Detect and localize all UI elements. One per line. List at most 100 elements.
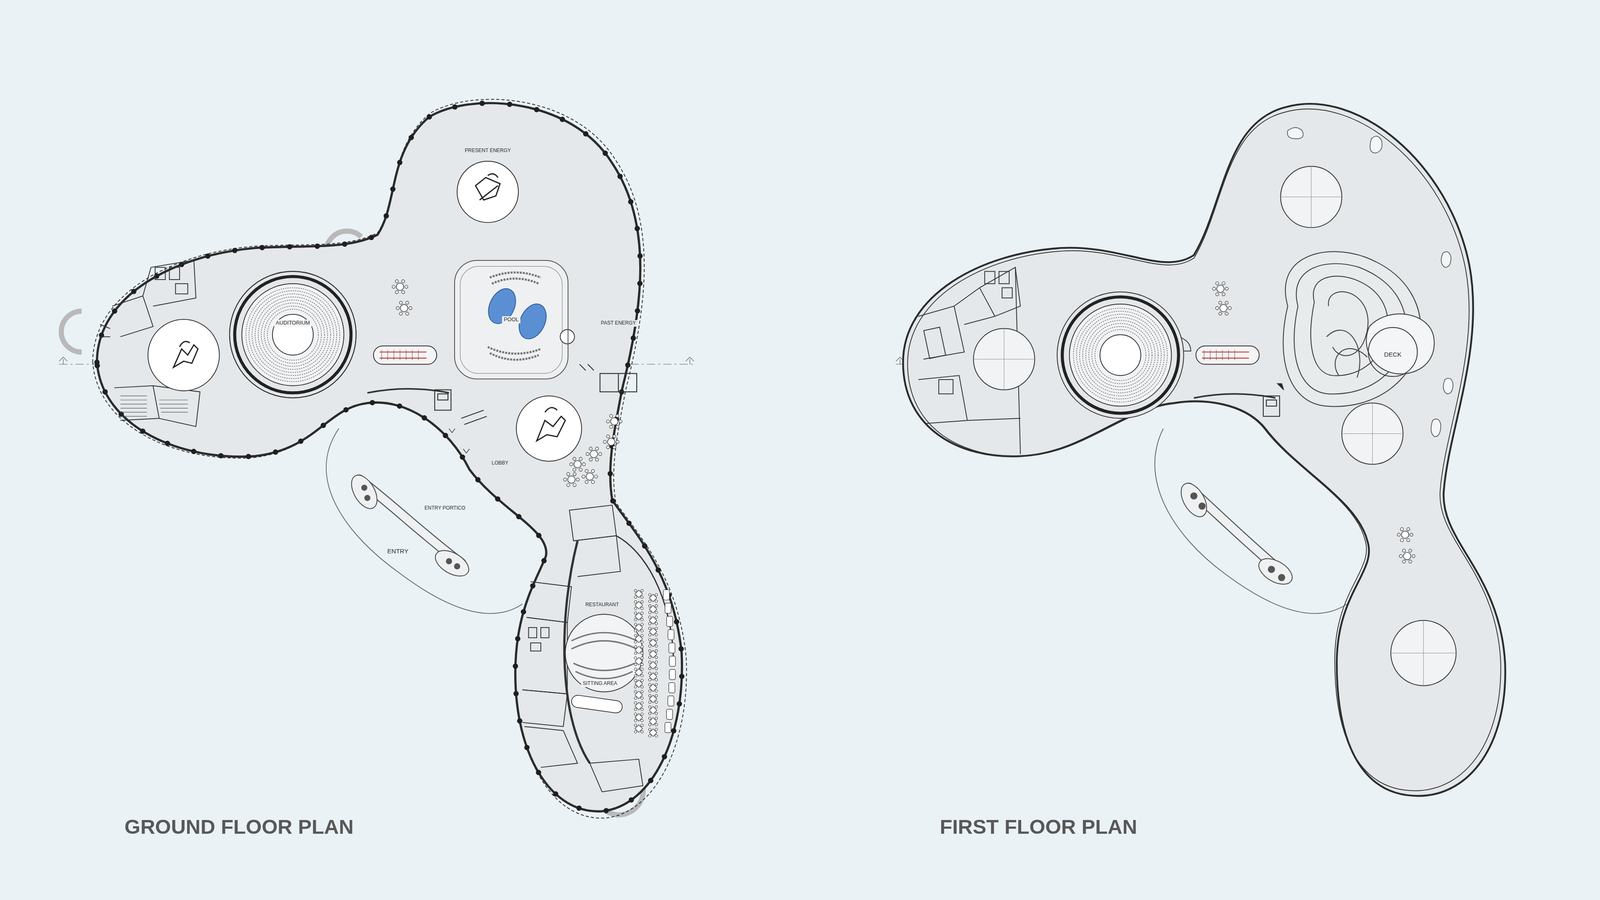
column (676, 701, 683, 707)
stair-core (1266, 400, 1277, 407)
column (205, 253, 211, 259)
dining-table (645, 600, 662, 618)
dining-table (633, 588, 638, 593)
dining-table (633, 701, 638, 705)
column (635, 308, 641, 314)
dining-table (654, 592, 658, 597)
entry-portico (361, 484, 368, 491)
dining-table (399, 301, 403, 305)
dining-table (654, 734, 658, 738)
dining-table (633, 633, 638, 638)
dining-table (647, 644, 652, 648)
column (516, 514, 522, 520)
column (94, 362, 100, 369)
deck-spiral (1366, 313, 1435, 374)
dining-table (666, 616, 673, 627)
dining-table (633, 640, 638, 644)
grey-ring (61, 311, 82, 353)
dining-table (645, 679, 662, 696)
dining-table (408, 306, 412, 310)
entry-portico (364, 495, 371, 502)
dining-table (633, 678, 638, 683)
dining-table (654, 637, 658, 642)
dining-table (1215, 301, 1232, 316)
dining-table (576, 477, 580, 481)
column (625, 362, 631, 368)
sculpture-circle (173, 341, 198, 368)
entry-portico (1277, 574, 1285, 582)
dining-table (630, 697, 647, 715)
column (610, 498, 616, 504)
room-wall (590, 759, 643, 792)
exhibit-circle (973, 166, 1456, 686)
auditorium-seating (1082, 317, 1158, 393)
dining-table (647, 604, 652, 608)
deck-spiral (1328, 291, 1368, 356)
dining-table (647, 637, 652, 642)
column (626, 520, 632, 526)
column (320, 422, 327, 429)
dining-table (572, 468, 576, 472)
space-label: RESTAURANT (583, 601, 621, 609)
dining-table (640, 707, 644, 711)
column (343, 407, 349, 413)
escalator (373, 345, 437, 365)
entry-portico (1190, 492, 1198, 500)
dining-table (654, 700, 658, 704)
stair-core (367, 364, 638, 425)
dining-table (612, 445, 616, 449)
dining-table (630, 664, 647, 681)
room-wall (573, 535, 621, 577)
column (218, 452, 224, 459)
dining-table (654, 622, 658, 626)
dining-table (633, 730, 638, 734)
dining-table (392, 279, 676, 741)
dining-table (654, 677, 658, 682)
dining-table (609, 425, 613, 429)
room-wall (984, 271, 995, 284)
dining-table (595, 447, 599, 450)
dining-table (1216, 285, 1225, 293)
column (512, 663, 519, 669)
stair-core (461, 410, 487, 425)
column (94, 100, 685, 814)
dining-table (633, 611, 638, 615)
column (630, 335, 637, 341)
room-wall (142, 260, 196, 306)
column (369, 400, 375, 406)
auditorium-seating (234, 276, 351, 393)
column (582, 131, 589, 137)
dining-table (645, 657, 662, 674)
deck-spiral (1326, 330, 1368, 378)
organic-exhibit (1287, 127, 1454, 437)
column (517, 718, 523, 724)
auditorium-seating (241, 283, 344, 386)
column (426, 114, 433, 120)
entry-portico (326, 428, 523, 614)
dining-table (633, 718, 638, 723)
dining-table (1212, 281, 1415, 563)
dining-table (633, 662, 638, 667)
dining-table (1397, 533, 1400, 537)
dining-table (633, 685, 638, 689)
entry-portico (1155, 428, 1348, 614)
dining-table (1408, 549, 1412, 553)
dining-table (669, 656, 676, 667)
dining-table (647, 660, 652, 664)
room-wall (999, 271, 1010, 284)
dining-table (633, 600, 638, 604)
seating-rows (120, 395, 148, 417)
dining-table (585, 469, 588, 473)
column (520, 609, 527, 615)
dining-table (654, 644, 658, 648)
column (655, 567, 661, 573)
dining-table (633, 651, 638, 655)
dining-table (603, 435, 620, 450)
dining-table (1222, 281, 1225, 285)
dining-table (645, 634, 662, 651)
plan-title: FIRST FLOOR PLAN (940, 815, 1138, 839)
ground-floor-plan (59, 99, 696, 818)
dining-table (645, 724, 662, 741)
dining-table (630, 686, 647, 703)
auditorium-seating (245, 287, 340, 382)
